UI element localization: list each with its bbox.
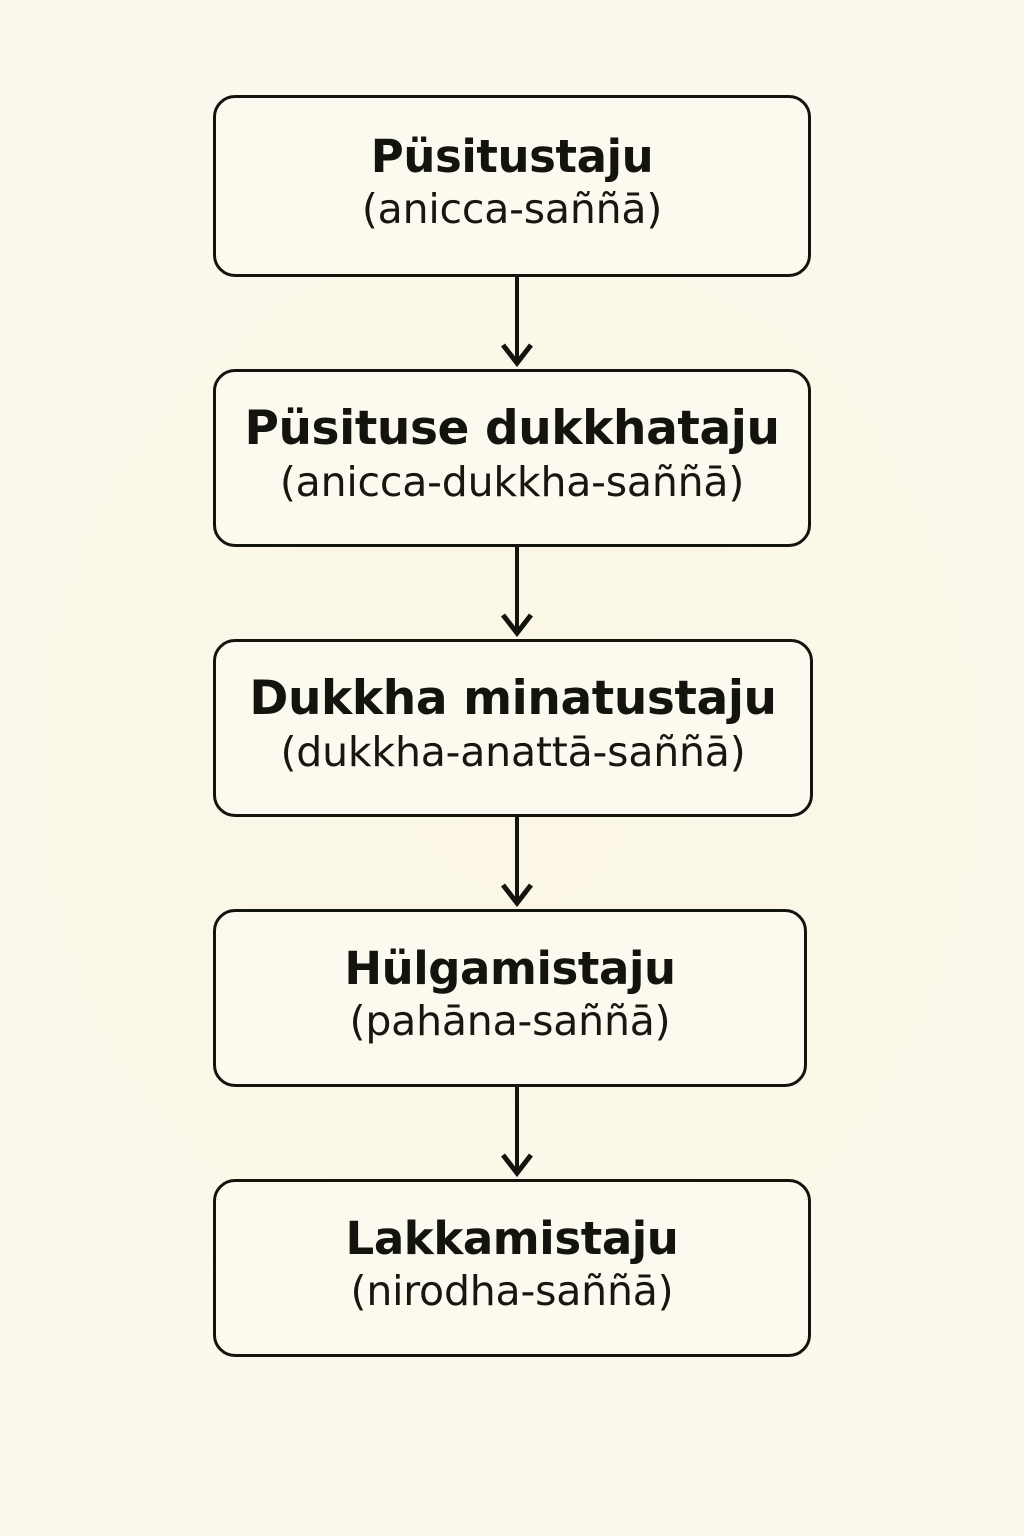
flow-node-3-pali-term: (dukkha-anattā-saññā) (280, 727, 746, 776)
flow-node-5-pali-term: (nirodha-saññā) (350, 1266, 674, 1315)
flowchart: Püsitustaju (anicca-saññā) Püsituse dukk… (213, 95, 813, 1357)
connector-2-to-3 (213, 547, 811, 639)
flow-node-4-pali-term: (pahāna-saññā) (349, 996, 671, 1045)
flow-node-1-title: Püsitustaju (370, 130, 654, 184)
flow-node-1-pali-term: (anicca-saññā) (361, 184, 663, 233)
flow-node-2-title: Püsituse dukkhataju (244, 401, 780, 457)
flow-node-1[interactable]: Püsitustaju (anicca-saññā) (213, 95, 811, 277)
connector-4-to-5 (213, 1087, 811, 1179)
flow-node-3[interactable]: Dukkha minatustaju (dukkha-anattā-saññā) (213, 639, 813, 817)
flow-node-4-title: Hülgamistaju (344, 942, 676, 996)
flow-node-5-title: Lakkamistaju (345, 1212, 679, 1266)
flow-node-2[interactable]: Püsituse dukkhataju (anicca-dukkha-saññā… (213, 369, 811, 547)
connector-3-to-4 (213, 817, 811, 909)
flow-node-2-pali-term: (anicca-dukkha-saññā) (279, 457, 745, 506)
flow-node-5[interactable]: Lakkamistaju (nirodha-saññā) (213, 1179, 811, 1357)
flow-node-3-title: Dukkha minatustaju (249, 671, 777, 727)
flow-node-4[interactable]: Hülgamistaju (pahāna-saññā) (213, 909, 807, 1087)
connector-1-to-2 (213, 277, 811, 369)
